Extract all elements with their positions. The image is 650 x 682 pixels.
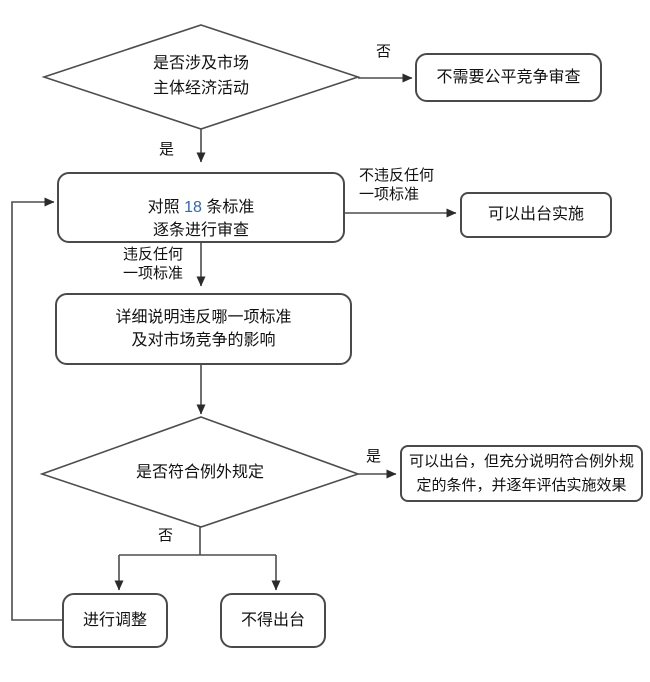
edge-label-no-violation: 不违反任何 一项标准 bbox=[359, 167, 435, 203]
edge-label-no-bottom: 否 bbox=[158, 527, 174, 544]
node-explain-violation: 详细说明违反哪一项标准 及对市场竞争的影响 bbox=[55, 293, 352, 365]
decision-exception-text: 是否符合例外规定 bbox=[135, 463, 264, 481]
decision-diamond-bottom bbox=[39, 416, 361, 528]
node-no-review-needed: 不需要公平竞争审查 bbox=[415, 53, 602, 102]
node-review-line1: 对照 18 条标准 bbox=[147, 198, 255, 216]
node-review-18-standards: 对照 18 条标准 逐条进行审查 bbox=[57, 172, 345, 243]
node-review-line2: 逐条进行审查 bbox=[152, 222, 249, 240]
arrow-feedback-adjust-to-review bbox=[11, 197, 62, 621]
node-can-implement: 可以出台实施 bbox=[460, 192, 612, 238]
edge-label-violation: 违反任何 一项标准 bbox=[123, 246, 184, 282]
edge-label-yes-bottom: 是 bbox=[366, 448, 382, 465]
edge-label-no-top: 否 bbox=[376, 43, 392, 60]
node-must-not-issue: 不得出台 bbox=[220, 593, 326, 648]
highlight-18: 18 bbox=[184, 198, 202, 216]
decision-market-activity-text: 是否涉及市场 主体经济活动 bbox=[152, 55, 249, 97]
edge-label-yes-top: 是 bbox=[159, 141, 175, 158]
node-exception-allowed: 可以出台，但充分说明符合例外规 定的条件，并逐年评估实施效果 bbox=[400, 445, 643, 502]
node-adjust: 进行调整 bbox=[62, 593, 168, 648]
